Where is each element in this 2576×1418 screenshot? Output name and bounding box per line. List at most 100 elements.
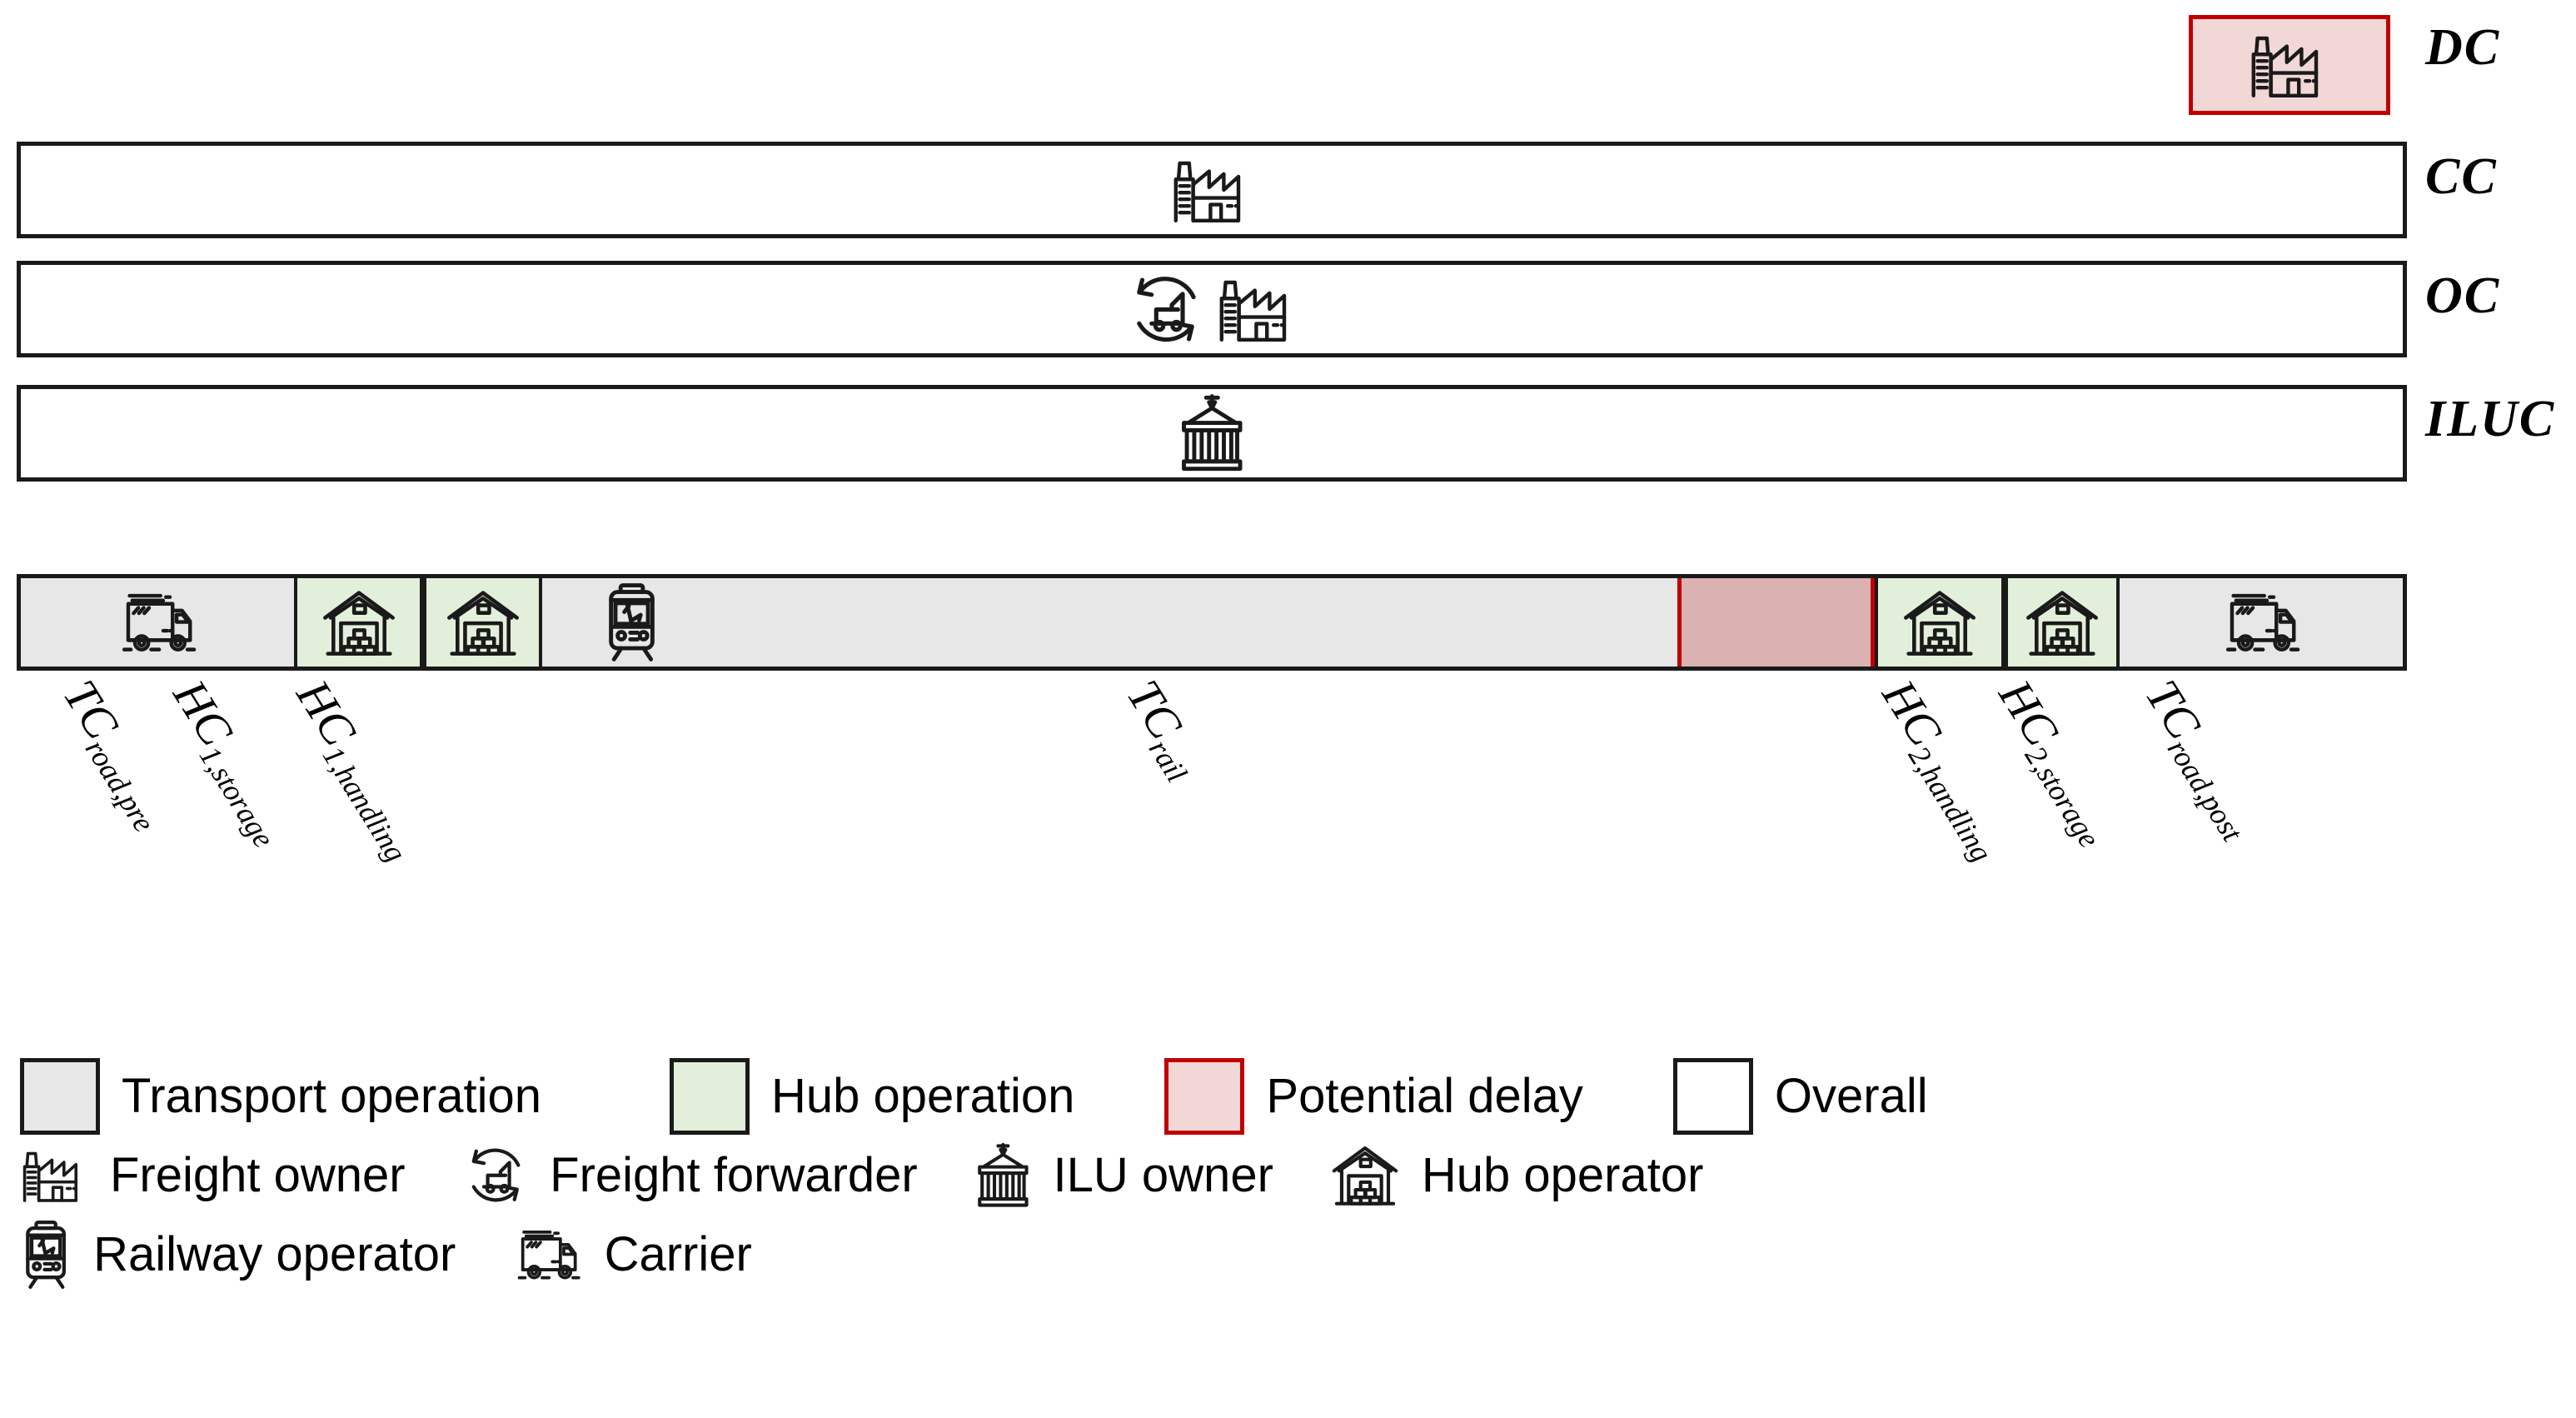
tick-label-subscript: 1,storage bbox=[192, 740, 282, 854]
tick-label-main: HC bbox=[162, 671, 243, 756]
cost-row-label-oc: OC bbox=[2425, 267, 2501, 324]
warehouse-icon bbox=[1332, 1146, 1398, 1206]
bar-segment-hc-1-handling bbox=[423, 578, 542, 667]
tick-label-main: TC bbox=[52, 671, 129, 749]
tick-label-subscript: 2,handling bbox=[1901, 740, 1999, 868]
legend-label-freight-forwarder: Freight forwarder bbox=[550, 1148, 918, 1202]
freight-forwarder-icon bbox=[1125, 269, 1206, 350]
legend-item-potential-delay: Potential delay bbox=[1144, 1057, 1583, 1135]
tick-label-tc-rail: TCrail bbox=[1116, 671, 1216, 788]
process-bar bbox=[17, 574, 2407, 671]
truck-icon bbox=[2220, 589, 2302, 655]
train-icon bbox=[20, 1220, 72, 1290]
factory-icon bbox=[2251, 36, 2319, 98]
tick-label-subscript: road,pre bbox=[78, 733, 162, 838]
legend-label-carrier: Carrier bbox=[604, 1226, 752, 1281]
cost-row-box-oc bbox=[17, 261, 2407, 357]
legend-label-freight-owner: Freight owner bbox=[110, 1148, 406, 1202]
cost-row-label-dc: DC bbox=[2425, 19, 2501, 76]
legend-swatch-potential-delay bbox=[1164, 1057, 1245, 1135]
tick-label-subscript: 2,storage bbox=[2018, 740, 2107, 854]
cost-row-label-iluc: ILUC bbox=[2425, 391, 2556, 447]
legend-item-hub-operation: Hub operation bbox=[650, 1057, 1075, 1135]
truck-icon bbox=[116, 589, 198, 655]
factory-icon bbox=[22, 1151, 78, 1202]
legend-label-hub-operator: Hub operator bbox=[1421, 1147, 1704, 1202]
legend-label-ilu-owner: ILU owner bbox=[1053, 1148, 1273, 1202]
truck-icon bbox=[518, 1230, 581, 1280]
factory-icon bbox=[1219, 280, 1286, 342]
cost-row-icons-dc bbox=[2098, 15, 2481, 115]
truck-icon bbox=[2226, 594, 2300, 652]
warehouse-icon bbox=[2024, 587, 2100, 658]
bar-segment-potential-delay bbox=[1677, 578, 1875, 667]
warehouse-icon bbox=[2026, 591, 2098, 656]
bar-segment-hc-2-handling bbox=[1875, 578, 2005, 667]
factory-icon bbox=[2248, 32, 2331, 98]
tick-label-main: HC bbox=[1871, 671, 1952, 756]
legend-item-railway-operator: Railway operator bbox=[0, 1220, 456, 1290]
cost-row-icons-oc bbox=[1020, 261, 1403, 357]
legend-label-overall: Overall bbox=[1774, 1069, 1928, 1123]
warehouse-icon bbox=[445, 587, 521, 658]
train-icon bbox=[26, 1220, 66, 1289]
legend-actor-row-2: Railway operator Carrier bbox=[0, 1215, 2576, 1294]
warehouse-icon bbox=[1904, 591, 1976, 656]
legend-item-carrier: Carrier bbox=[492, 1226, 752, 1282]
tick-label-tc-road-post: TCroad,post bbox=[2135, 671, 2271, 847]
legend-item-freight-forwarder: Freight forwarder bbox=[442, 1142, 918, 1209]
legend-label-potential-delay: Potential delay bbox=[1266, 1069, 1583, 1123]
legend-item-overall: Overall bbox=[1653, 1057, 1928, 1135]
tick-label-hc-1-handling: HC1,handling bbox=[286, 671, 435, 868]
bar-segment-hc-1-storage bbox=[294, 578, 423, 667]
legend-swatch-hub-operation bbox=[670, 1057, 750, 1135]
truck-icon bbox=[122, 594, 197, 652]
warehouse-icon bbox=[1330, 1143, 1400, 1207]
bar-segment-tc-road-pre bbox=[21, 578, 294, 667]
bar-segment-hc-2-storage bbox=[2005, 578, 2120, 667]
legend-actor-row-1: Freight owner Freight forwarder bbox=[0, 1136, 2576, 1215]
freight-forwarder-icon bbox=[471, 1148, 521, 1202]
tick-label-hc-1-storage: HC1,storage bbox=[162, 671, 303, 854]
cost-row-box-dc bbox=[2189, 15, 2390, 115]
warehouse-icon bbox=[446, 591, 519, 656]
warehouse-icon bbox=[321, 587, 397, 658]
bar-segment-tc-rail bbox=[542, 578, 1677, 667]
tick-label-main: TC bbox=[1116, 671, 1193, 749]
legend-item-ilu-owner: ILU owner bbox=[954, 1142, 1273, 1209]
train-icon bbox=[602, 582, 661, 662]
legend-label-railway-operator: Railway operator bbox=[93, 1227, 456, 1281]
tick-label-main: HC bbox=[286, 671, 366, 756]
cost-row-label-cc: CC bbox=[2425, 148, 2498, 205]
tick-label-main: TC bbox=[2135, 671, 2211, 749]
container-icon bbox=[974, 1142, 1032, 1209]
warehouse-icon bbox=[1901, 587, 1978, 658]
factory-icon bbox=[1170, 157, 1253, 223]
legend-swatch-overall bbox=[1672, 1057, 1753, 1135]
container-icon bbox=[1181, 394, 1243, 472]
bar-segment-tc-road-post bbox=[2120, 578, 2403, 667]
factory-icon bbox=[1216, 276, 1299, 342]
freight-forwarder-icon bbox=[1136, 276, 1196, 342]
warehouse-icon bbox=[322, 591, 395, 656]
legend-swatch-transport-operation bbox=[20, 1057, 100, 1135]
cost-row-icons-iluc bbox=[1020, 385, 1403, 482]
legend-swatch-row: Transport operation Hub operation Potent… bbox=[0, 1056, 2576, 1136]
legend-item-freight-owner: Freight owner bbox=[0, 1147, 406, 1203]
tick-label-tc-road-pre: TCroad,pre bbox=[52, 671, 183, 838]
legend-label-transport-operation: Transport operation bbox=[122, 1069, 542, 1123]
tick-label-main: HC bbox=[1988, 671, 2069, 756]
cost-row-icons-cc bbox=[1020, 142, 1403, 238]
factory-icon bbox=[1173, 161, 1241, 222]
container-icon bbox=[1178, 393, 1247, 473]
truck-icon bbox=[512, 1226, 582, 1282]
container-icon bbox=[977, 1142, 1029, 1207]
legend-item-hub-operator: Hub operator bbox=[1310, 1143, 1704, 1207]
factory-icon bbox=[20, 1148, 88, 1203]
legend-label-hub-operation: Hub operation bbox=[771, 1069, 1075, 1123]
freight-forwarder-icon bbox=[462, 1142, 529, 1209]
tick-label-subscript: 1,handling bbox=[316, 740, 413, 868]
legend: Transport operation Hub operation Potent… bbox=[0, 1056, 2576, 1294]
